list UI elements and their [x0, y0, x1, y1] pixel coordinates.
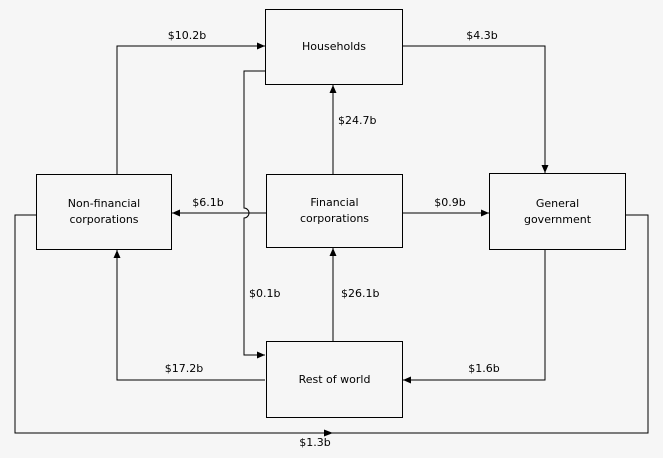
flow-value-financial-to-households: $24.7b	[338, 114, 377, 127]
node-households-label: Households	[302, 40, 366, 54]
flow-line-gov-to-row	[403, 250, 546, 384]
flow-value-nfc-to-households: $10.2b	[167, 29, 207, 42]
node-rest-of-world: Rest of world	[266, 341, 403, 418]
flow-line-nfc-to-gov-arrowhead	[324, 429, 333, 437]
node-general-government: General government	[489, 173, 626, 250]
flow-value-financial-to-nfc: $6.1b	[192, 196, 224, 209]
node-general-government-label: General government	[523, 196, 592, 226]
flow-value-row-to-financial: $26.1b	[341, 287, 380, 300]
flow-line-row-to-nfc	[113, 250, 265, 381]
flow-value-row-to-nfc: $17.2b	[164, 362, 204, 375]
flow-value-nfc-to-gov: $1.3b	[299, 436, 331, 449]
node-rest-of-world-label: Rest of world	[298, 372, 371, 386]
node-financial-corporations: Financial corporations	[266, 174, 403, 248]
flow-line-nfc-to-households	[116, 42, 265, 174]
flow-value-households-to-row: $0.1b	[249, 287, 281, 300]
node-non-financial-corporations: Non-financial corporations	[36, 174, 172, 250]
flow-value-financial-to-gov: $0.9b	[434, 196, 466, 209]
flow-line-households-to-row	[243, 70, 265, 359]
flow-value-gov-to-row: $1.6b	[468, 362, 500, 375]
flow-line-households-to-gov	[403, 45, 549, 173]
node-households: Households	[265, 9, 403, 85]
node-non-financial-corporations-label: Non-financial corporations	[67, 197, 141, 226]
node-financial-corporations-label: Financial corporations	[299, 196, 370, 225]
flow-value-households-to-gov: $4.3b	[466, 29, 498, 42]
